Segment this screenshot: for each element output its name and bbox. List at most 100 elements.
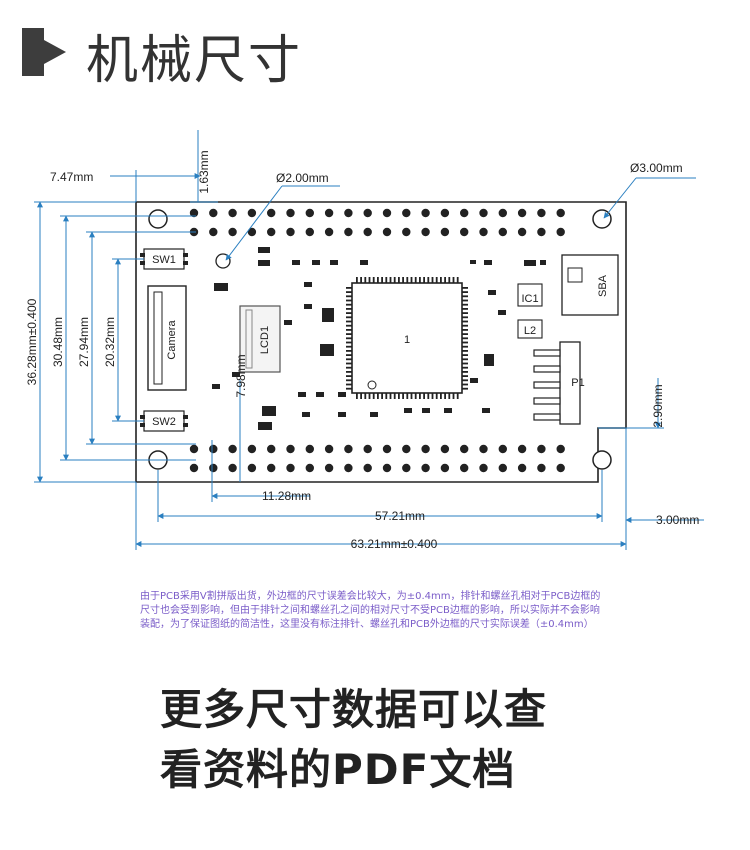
mcu-pin xyxy=(393,277,396,283)
header: 机械尺寸 xyxy=(0,0,750,100)
mcu-pin xyxy=(346,383,352,386)
mount-hole-br xyxy=(592,450,612,470)
header-pin xyxy=(402,444,411,454)
mcu-pin xyxy=(346,329,352,331)
mcu-pin xyxy=(346,375,352,377)
header-pin xyxy=(556,227,565,237)
header-pin xyxy=(344,444,353,454)
header-pin xyxy=(556,444,565,454)
mcu-pin xyxy=(456,277,459,283)
note-text: 由于PCB采用V割拼版出货，外边框的尺寸误差会比较大，为±0.4mm，排针和螺丝… xyxy=(140,590,640,632)
mcu-pin xyxy=(462,316,468,319)
mcu-pin xyxy=(372,393,375,399)
mcu-pin xyxy=(462,341,468,344)
mcu-pin xyxy=(462,295,468,298)
dim-7-98: 7.98mm xyxy=(234,354,248,397)
header-pin xyxy=(286,444,295,454)
mcu-pin xyxy=(364,393,367,399)
note-line-2: 尺寸也会受到影响，但由于排针之间和螺丝孔之间的相对尺寸不受PCB边框的影响，所以… xyxy=(140,605,600,616)
header-pin xyxy=(363,208,372,218)
header-pin xyxy=(460,444,469,454)
mechanical-drawing: SW1 SW2 Camera LCD1 1 IC1 L2 SBA P1 xyxy=(25,130,704,551)
footer-line-1: 更多尺寸数据可以查 xyxy=(160,685,548,734)
header-pin xyxy=(498,444,507,454)
header-pin xyxy=(498,227,507,237)
mcu-pin xyxy=(423,393,425,399)
header-pin xyxy=(267,444,276,454)
mcu-pin xyxy=(398,393,400,399)
mcu-pin xyxy=(462,383,468,386)
header-pin xyxy=(209,463,218,473)
header-pin xyxy=(344,463,353,473)
mcu-pin xyxy=(431,277,434,283)
mcu-pin xyxy=(398,277,400,283)
mcu-pin xyxy=(456,393,459,399)
mcu-pin xyxy=(435,277,438,283)
mcu-pin xyxy=(419,393,421,399)
header-pin xyxy=(267,227,276,237)
usb-connector xyxy=(561,254,619,316)
header-pin xyxy=(479,444,488,454)
header-pin xyxy=(189,444,199,454)
header-pin xyxy=(228,208,237,218)
dim-3-00: 3.00mm xyxy=(656,513,699,527)
header-pin xyxy=(286,208,295,218)
mcu-pin xyxy=(346,337,352,340)
mcu-pin xyxy=(346,287,352,289)
mcu-pin xyxy=(346,303,352,306)
mcu-pin xyxy=(462,287,468,289)
header-pin xyxy=(479,227,488,237)
note-line-3: 装配，为了保证图纸的简洁性，这里没有标注排针、螺丝孔和PCB外边框的尺寸实际误差… xyxy=(140,619,594,630)
dim-36-28: 36.28mm±0.400 xyxy=(25,298,39,385)
mcu-pin xyxy=(377,393,379,399)
mcu-pin xyxy=(402,277,404,283)
mcu-pin xyxy=(448,393,451,399)
sw2-label: SW2 xyxy=(152,416,176,428)
mcu-pin xyxy=(368,393,371,399)
mcu-pins xyxy=(346,277,468,399)
header-pin xyxy=(247,444,257,454)
header-pin xyxy=(247,463,257,473)
mcu-pin xyxy=(448,277,451,283)
mcu-pin xyxy=(402,393,404,399)
header-pin xyxy=(363,463,372,473)
mcu-pin xyxy=(444,277,446,283)
mcu-pin xyxy=(462,337,468,340)
mcu-pin xyxy=(462,362,468,365)
small-hole xyxy=(215,253,231,269)
mcu-pin xyxy=(356,393,358,399)
header-pin xyxy=(324,227,334,237)
mcu-pin xyxy=(389,277,392,283)
mcu-pin xyxy=(435,393,438,399)
header-marker-icon xyxy=(22,28,66,76)
mcu-pin xyxy=(346,387,352,390)
header-pin xyxy=(286,463,295,473)
mcu-pin xyxy=(385,393,388,399)
header-pin xyxy=(517,444,527,454)
mcu-pin xyxy=(462,299,468,302)
header-pin xyxy=(402,208,411,218)
mcu-pin xyxy=(381,277,383,283)
mcu-pin xyxy=(462,333,468,335)
header-pin xyxy=(537,444,546,454)
header-pin xyxy=(286,227,295,237)
mcu-pin xyxy=(462,345,468,348)
mcu-pin xyxy=(346,371,352,373)
header-pin xyxy=(537,227,546,237)
header-pin xyxy=(556,463,565,473)
mcu-pin xyxy=(360,277,362,283)
mcu-pin xyxy=(462,379,468,382)
mcu-pin xyxy=(452,393,455,399)
dim-11-28: 11.28mm xyxy=(262,489,311,503)
mcu-pin xyxy=(372,277,375,283)
mount-hole-tl xyxy=(148,209,168,229)
mcu-pin xyxy=(393,393,396,399)
p1-label: P1 xyxy=(571,377,584,389)
mcu-pin xyxy=(385,277,388,283)
mcu-pin xyxy=(462,308,468,310)
header-pin xyxy=(421,463,430,473)
mcu-pin xyxy=(462,324,468,327)
header-pin xyxy=(209,444,218,454)
header-pin xyxy=(498,463,507,473)
sw1-label: SW1 xyxy=(152,254,176,266)
